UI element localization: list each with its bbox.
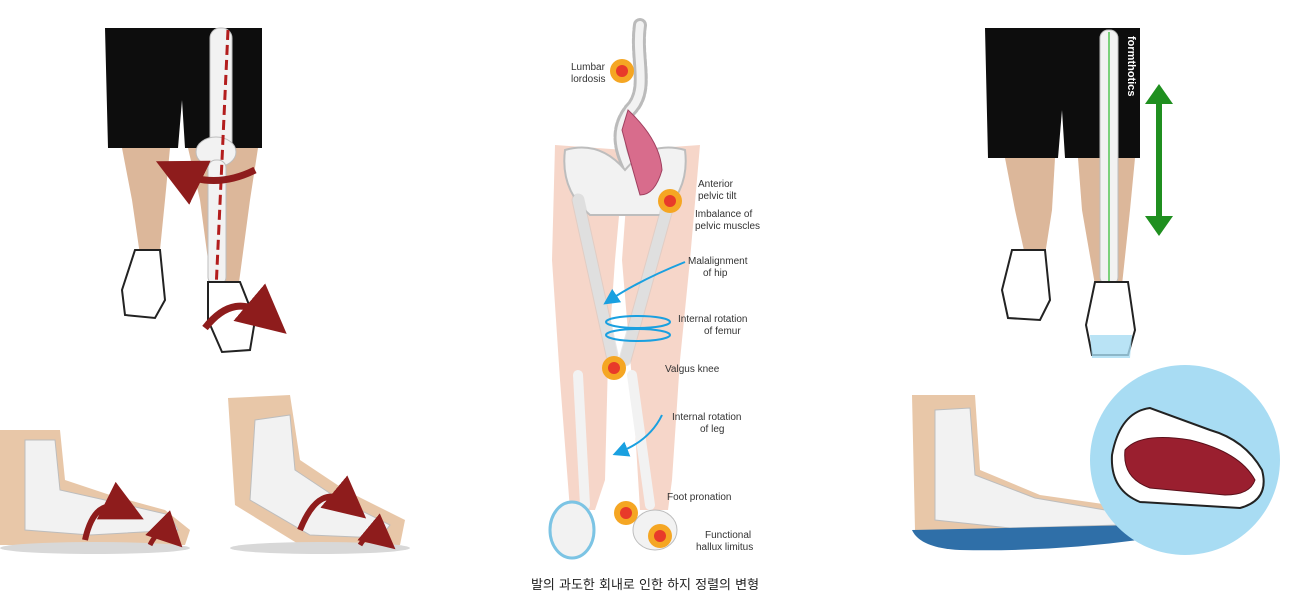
knee-rotation-arrow <box>155 160 257 205</box>
foot-bones <box>24 439 179 536</box>
label-lumbar: Lumbar lordosis <box>571 62 608 85</box>
pronated-legs-illustration <box>105 27 287 354</box>
skeleton-diagram: Lumbar lordosis Anterior pelvic tilt Imb… <box>548 18 760 560</box>
label-anterior-pelvic-tilt: Anterior pelvic tilt <box>698 179 737 202</box>
toe-rotation-arrow-angled <box>357 513 396 550</box>
corrected-legs-illustration: formthotics <box>985 28 1173 358</box>
alignment-line <box>214 29 230 291</box>
left-shoe <box>120 249 167 320</box>
floor-shadow <box>0 542 190 554</box>
leg-cue-arrow <box>612 414 663 457</box>
label-hallux-limitus: Functional hallux limitus <box>696 530 754 553</box>
pelvic-muscle <box>621 109 663 196</box>
label-foot-pronation: Foot pronation <box>667 492 732 503</box>
arch-rotation-arrow <box>82 481 144 541</box>
left-leg-corrected <box>1005 158 1055 255</box>
arch-rotation-arrow-angled <box>297 475 367 532</box>
toe-rotation-arrow <box>145 510 183 548</box>
hip-cue-arrow <box>603 261 686 305</box>
label-valgus-knee: Valgus knee <box>665 364 720 375</box>
right-femur-outline <box>618 198 675 367</box>
insole-glow <box>1090 335 1132 358</box>
figure-caption: 발의 과도한 회내로 인한 하지 정렬의 변형 <box>530 578 760 593</box>
label-leg-rotation: Internal rotation of leg <box>672 412 744 435</box>
right-femur <box>619 199 674 366</box>
left-leg-silhouette <box>552 145 625 510</box>
floor-shadow-angled <box>230 542 410 554</box>
shoe-insole-inset <box>1090 365 1280 555</box>
foot-rotation-arrow <box>202 283 287 334</box>
left-tibia <box>573 370 590 510</box>
left-femur <box>572 194 618 361</box>
foot-angled-view <box>228 395 410 554</box>
vertical-alignment-arrow <box>1145 84 1173 236</box>
pain-marker-hallux <box>648 524 672 548</box>
orthotic-insole <box>912 525 1140 551</box>
shorts <box>105 28 262 148</box>
femur-rotation-ring-2 <box>605 328 671 342</box>
left-femur-outline <box>571 193 619 362</box>
pain-marker-hip <box>658 189 682 213</box>
shoe-insole <box>1124 437 1256 496</box>
left-foot <box>548 500 596 560</box>
label-hip-malalignment: Malalignment of hip <box>688 256 750 279</box>
brand-logo: formthotics <box>1125 36 1137 97</box>
spine-core <box>616 21 645 174</box>
pain-marker-knee <box>602 356 626 380</box>
label-femur-rotation: Internal rotation of femur <box>678 314 750 337</box>
left-leg <box>122 148 170 255</box>
pain-marker-lumbar <box>610 59 634 83</box>
left-shoe-corrected <box>1000 249 1052 322</box>
pain-marker-foot <box>614 501 638 525</box>
foot-side-view-left <box>0 430 190 554</box>
label-pelvic-muscle-imbalance: Imbalance of pelvic muscles <box>695 209 760 232</box>
